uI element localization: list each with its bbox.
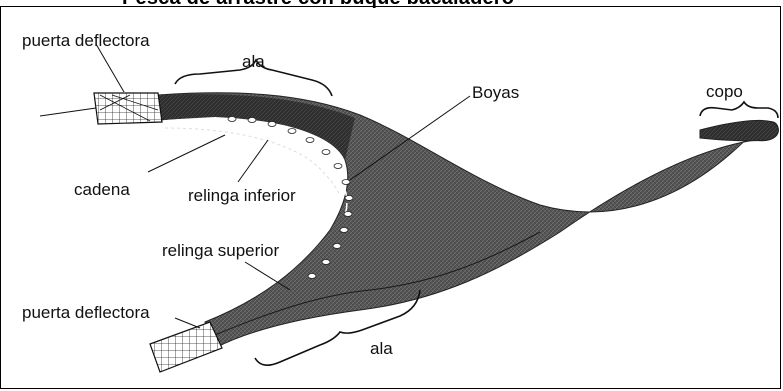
float [288,129,296,134]
label-copo: copo [706,83,743,100]
leader-relinga-inferior [238,140,268,182]
float [344,212,352,217]
float [342,180,350,185]
leader-relinga-superior [245,262,290,290]
float [334,164,342,169]
label-relinga-inferior: relinga inferior [188,187,296,204]
float [308,274,316,279]
label-ala-top: ala [242,53,265,70]
codend [700,120,778,140]
float [306,138,314,143]
copo-brace [700,102,778,118]
float [268,122,276,127]
label-relinga-superior: relinga superior [162,242,279,259]
float [248,118,256,123]
float [228,117,236,122]
otter-board-bottom [150,322,222,372]
float [333,244,341,249]
leader-puerta-top [96,44,124,92]
float [322,150,330,155]
leader-cadena [148,135,225,172]
float [345,196,353,201]
leader-puerta-bottom [175,318,200,328]
float [340,228,348,233]
otter-board-top [94,93,162,124]
net-body [158,93,778,348]
warp-line-top [40,108,96,116]
label-puerta-deflectora-bottom: puerta deflectora [22,304,150,321]
float [322,260,330,265]
label-boyas: Boyas [472,84,519,101]
label-cadena: cadena [74,181,130,198]
label-puerta-deflectora-top: puerta deflectora [22,32,150,49]
label-ala-bottom: ala [370,340,393,357]
